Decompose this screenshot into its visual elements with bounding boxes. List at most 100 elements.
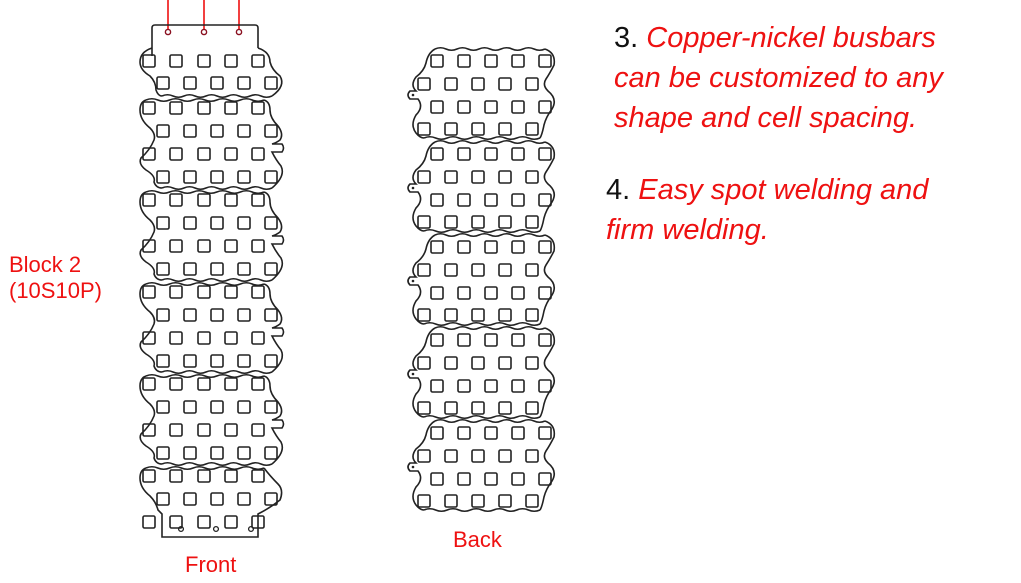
note-3-line-1: Copper-nickel busbars xyxy=(646,22,936,54)
cell-square xyxy=(197,469,211,483)
cell-square xyxy=(430,147,444,161)
cell-square xyxy=(498,494,512,508)
cell-square xyxy=(471,449,485,463)
cell-square xyxy=(444,308,458,322)
cell-square xyxy=(251,285,265,299)
cell-square xyxy=(197,147,211,161)
cell-square xyxy=(142,515,156,529)
cell-square xyxy=(264,216,278,230)
cell-square xyxy=(444,77,458,91)
cell-square xyxy=(197,423,211,437)
back-notch-dot xyxy=(411,372,415,376)
cell-square xyxy=(197,54,211,68)
mounting-hole xyxy=(247,525,255,533)
front-group-bottom-edge xyxy=(161,369,273,375)
back-notch-dot xyxy=(411,279,415,283)
cell-square xyxy=(457,193,471,207)
cell-square xyxy=(224,469,238,483)
cell-square xyxy=(417,263,431,277)
cell-square xyxy=(498,356,512,370)
cell-square xyxy=(169,377,183,391)
cell-square xyxy=(538,240,552,254)
cell-square xyxy=(156,400,170,414)
front-group-left-edge xyxy=(139,283,163,373)
back-label: Back xyxy=(453,527,502,552)
back-notch-dot xyxy=(411,93,415,97)
cell-square xyxy=(156,446,170,460)
cell-square xyxy=(525,122,539,136)
back-group-right-edge xyxy=(539,234,556,325)
cell-square xyxy=(417,215,431,229)
terminal-hole xyxy=(235,28,243,36)
note-3: 3. Copper-nickel busbars can be customiz… xyxy=(614,18,943,138)
cell-square xyxy=(251,423,265,437)
cell-square xyxy=(142,193,156,207)
cell-square xyxy=(444,494,458,508)
front-group-left-edge xyxy=(139,191,163,281)
back-group-right-edge xyxy=(539,141,556,232)
back-group-bottom-edge xyxy=(423,414,541,420)
cell-square xyxy=(525,356,539,370)
cell-square xyxy=(498,263,512,277)
cell-square xyxy=(210,170,224,184)
cell-square xyxy=(264,124,278,138)
front-group-right-edge xyxy=(263,99,285,189)
cell-square xyxy=(169,285,183,299)
cell-square xyxy=(538,472,552,486)
cell-square xyxy=(142,469,156,483)
cell-square xyxy=(417,170,431,184)
cell-square xyxy=(264,400,278,414)
front-group-top-edge xyxy=(145,189,265,195)
cell-square xyxy=(538,379,552,393)
note-3-number: 3. xyxy=(614,22,639,54)
cell-square xyxy=(538,286,552,300)
cell-square xyxy=(538,426,552,440)
back-group-bottom-edge xyxy=(423,507,541,513)
cell-square xyxy=(183,354,197,368)
cell-square xyxy=(169,469,183,483)
cell-square xyxy=(484,100,498,114)
cell-square xyxy=(169,239,183,253)
back-group-right-edge xyxy=(539,420,556,511)
cell-square xyxy=(471,77,485,91)
back-group-bottom-edge xyxy=(423,321,541,327)
cell-square xyxy=(457,286,471,300)
cell-square xyxy=(430,472,444,486)
cell-square xyxy=(471,401,485,415)
cell-square xyxy=(210,354,224,368)
cell-square xyxy=(430,426,444,440)
front-first-left-edge xyxy=(139,47,163,97)
back-group-top-edge xyxy=(434,325,546,331)
front-label: Front xyxy=(185,552,237,577)
cell-square xyxy=(169,423,183,437)
cell-square xyxy=(169,54,183,68)
front-group-right-edge xyxy=(263,283,285,373)
block-config: (10S10P) xyxy=(9,278,102,303)
cell-square xyxy=(142,54,156,68)
cell-square xyxy=(484,240,498,254)
cell-square xyxy=(511,333,525,347)
front-group-right-edge xyxy=(263,375,285,465)
cell-square xyxy=(237,400,251,414)
cell-square xyxy=(224,285,238,299)
note-4-line-1: Easy spot welding and xyxy=(638,174,929,206)
front-group-top-edge xyxy=(145,281,265,287)
cell-square xyxy=(251,239,265,253)
cell-square xyxy=(471,215,485,229)
cell-square xyxy=(251,193,265,207)
cell-square xyxy=(484,426,498,440)
cell-square xyxy=(484,147,498,161)
front-first-right-edge xyxy=(257,47,283,97)
cell-square xyxy=(237,76,251,90)
back-group-top-edge xyxy=(434,418,546,424)
cell-square xyxy=(417,77,431,91)
cell-square xyxy=(156,492,170,506)
cell-square xyxy=(525,77,539,91)
back-group-left-edge xyxy=(407,234,436,325)
back-group-left-edge xyxy=(407,48,436,139)
front-group-bottom-edge xyxy=(161,277,273,283)
back-notch-dot xyxy=(411,465,415,469)
cell-square xyxy=(484,286,498,300)
cell-square xyxy=(169,101,183,115)
